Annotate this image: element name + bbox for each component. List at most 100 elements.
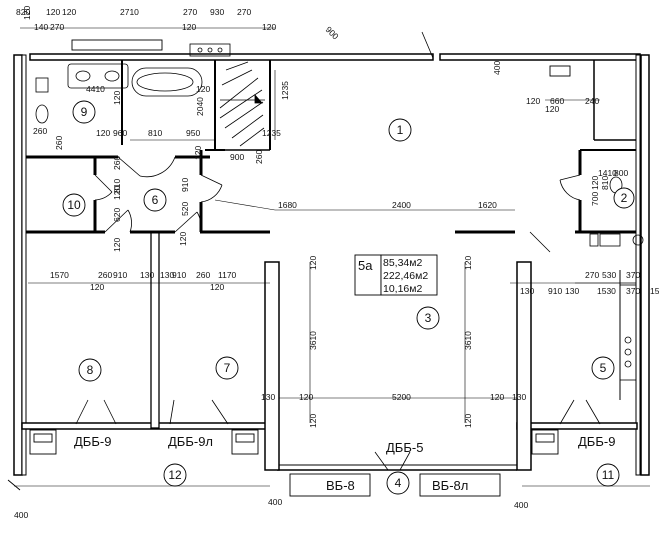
dimension-value: 260 bbox=[112, 156, 122, 170]
dimension-value: 400 bbox=[14, 510, 28, 520]
dimension-value: 2400 bbox=[392, 200, 411, 210]
room-number: 4 bbox=[395, 476, 402, 490]
info-area-1: 85,34м2 bbox=[383, 257, 422, 269]
dimension-value: 260 bbox=[196, 270, 210, 280]
dimension-value: 120 bbox=[90, 282, 104, 292]
dimension-value: 120 bbox=[299, 392, 313, 402]
dimension-value: 130 bbox=[160, 270, 174, 280]
label-dbb9-right: ДББ-9 bbox=[578, 434, 615, 449]
dimension-value: 620 bbox=[112, 208, 122, 222]
label-vb8: ВБ-8 bbox=[326, 478, 355, 493]
room-number: 2 bbox=[621, 191, 628, 205]
dimension-value: 120 bbox=[196, 84, 210, 94]
dimension-value: 240 bbox=[585, 96, 599, 106]
dimension-value: 120 bbox=[112, 186, 122, 200]
dimension-value: 120 bbox=[262, 22, 276, 32]
info-mark: 5а bbox=[358, 258, 373, 273]
dimension-value: 120 bbox=[112, 238, 122, 252]
dimension-value: 120 bbox=[463, 414, 473, 428]
dimension-value: 120 bbox=[96, 128, 110, 138]
dimension-value: 1170 bbox=[218, 270, 237, 280]
room-number: 10 bbox=[67, 198, 81, 212]
dimension-value: 960 bbox=[113, 128, 127, 138]
dimension-value: 270 bbox=[50, 22, 64, 32]
dimension-value: 910 bbox=[113, 270, 127, 280]
dimension-value: 370 bbox=[626, 286, 640, 296]
dimension-value: 900 bbox=[324, 24, 341, 41]
dimension-value: 820 bbox=[16, 7, 30, 17]
room-number: 7 bbox=[224, 361, 231, 375]
dimension-value: 3610 bbox=[308, 331, 318, 350]
dimension-value: 120 bbox=[545, 104, 559, 114]
dimension-value: 120 bbox=[193, 146, 203, 160]
dimension-value: 1620 bbox=[478, 200, 497, 210]
dimension-value: 910 bbox=[172, 270, 186, 280]
staircase bbox=[219, 61, 265, 147]
dimension-value: 120 bbox=[62, 7, 76, 17]
dimension-value: 2710 bbox=[120, 7, 139, 17]
dimension-value: 130 bbox=[565, 286, 579, 296]
dimension-value: 3610 bbox=[463, 331, 473, 350]
dimension-value: 5200 bbox=[392, 392, 411, 402]
dimension-value: 120 bbox=[182, 22, 196, 32]
dimension-value: 1235 bbox=[280, 81, 290, 100]
dimension-value: 810 bbox=[148, 128, 162, 138]
dimension-value: 270 bbox=[183, 7, 197, 17]
dimension-value: 910 bbox=[548, 286, 562, 296]
dimension-value: 2040 bbox=[195, 97, 205, 116]
dimension-value: 120 bbox=[112, 91, 122, 105]
dimension-value: 120 bbox=[526, 96, 540, 106]
room-number: 1 bbox=[397, 123, 404, 137]
dimension-value: 130 bbox=[520, 286, 534, 296]
dimension-value: 120 bbox=[210, 282, 224, 292]
dimension-value: 4410 bbox=[86, 84, 105, 94]
dimension-value: 120 bbox=[463, 256, 473, 270]
dimension-value: 130 bbox=[261, 392, 275, 402]
room-number: 11 bbox=[602, 468, 615, 482]
element-labels: ДББ-9 ДББ-9л ДББ-5 ВБ-8 ВБ-8л ДББ-9 bbox=[74, 434, 615, 493]
room-number: 8 bbox=[87, 363, 94, 377]
room-number: 6 bbox=[152, 193, 159, 207]
dimension-value: 400 bbox=[514, 500, 528, 510]
dimension-value: 520 bbox=[180, 202, 190, 216]
dimension-value: 140 bbox=[34, 22, 48, 32]
dimension-value: 810 bbox=[112, 179, 122, 193]
dimension-value: 950 bbox=[186, 128, 200, 138]
room-number: 9 bbox=[81, 105, 88, 119]
dimension-value: 130 bbox=[140, 270, 154, 280]
dimension-value: 930 bbox=[210, 7, 224, 17]
dimension-value: 260 bbox=[54, 136, 64, 150]
dimension-value: 130 bbox=[512, 392, 526, 402]
area-info-box: 5а 85,34м2 222,46м2 10,16м2 bbox=[354, 254, 438, 296]
info-area-2: 222,46м2 bbox=[383, 270, 428, 282]
dimension-value: 400 bbox=[268, 497, 282, 507]
dimension-lines bbox=[20, 27, 636, 423]
dimension-value: 800 bbox=[614, 168, 628, 178]
dimension-value: 700 bbox=[590, 192, 600, 206]
room-number: 12 bbox=[168, 468, 182, 482]
label-vb8l: ВБ-8л bbox=[432, 478, 468, 493]
info-area-3: 10,16м2 bbox=[383, 283, 422, 295]
dimension-value: 120 bbox=[178, 232, 188, 246]
dimension-value: 400 bbox=[492, 61, 502, 75]
room-number: 3 bbox=[425, 311, 432, 325]
windows bbox=[7, 39, 650, 497]
dimension-value: 260 bbox=[254, 150, 264, 164]
dimension-value: 120 bbox=[22, 6, 32, 20]
dimension-value: 370 bbox=[626, 270, 640, 280]
dimension-value: 270 bbox=[585, 270, 599, 280]
label-dbb5: ДББ-5 bbox=[386, 440, 423, 455]
doors bbox=[75, 31, 601, 471]
dimension-value: 1235 bbox=[262, 128, 281, 138]
dimension-value: 260 bbox=[33, 126, 47, 136]
dimension-value: 1570 bbox=[50, 270, 69, 280]
dimension-value: 1530 bbox=[597, 286, 616, 296]
room-numbers: 1 2 3 4 5 6 7 8 9 10 11 12 bbox=[67, 105, 627, 490]
dimension-value: 270 bbox=[237, 7, 251, 17]
bathroom-fixtures bbox=[35, 43, 644, 381]
label-dbb9l: ДББ-9л bbox=[168, 434, 213, 449]
walls bbox=[13, 53, 650, 476]
room-markers bbox=[62, 100, 635, 495]
